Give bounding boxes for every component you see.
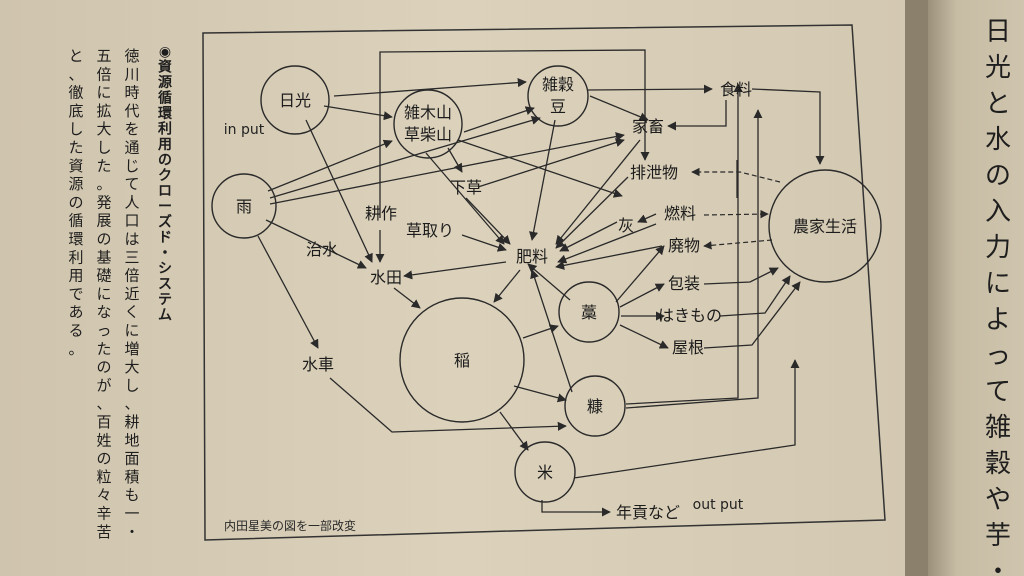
paddy-label: 水田: [370, 268, 402, 287]
waterwheel-label: 水車: [302, 355, 334, 374]
fuel-label: 燃料: [664, 204, 696, 223]
woodland-label-2: 草柴山: [404, 125, 452, 144]
flood-control-label: 治水: [306, 240, 338, 259]
tribute-label: 年貢など: [616, 503, 680, 522]
cultivation-label: 耕作: [365, 204, 397, 223]
fertilizer-label: 肥料: [516, 247, 548, 266]
right-page-text: 日光と水の入力によって雑穀や芋・: [985, 17, 1011, 576]
straw-label: 藁: [581, 303, 597, 322]
ash-label: 灰: [618, 216, 634, 235]
rain-node: [211, 173, 277, 239]
diagram-circles: [211, 65, 882, 503]
side-text-col1: 徳川時代を通じて人口は三倍近くに増大し、耕地面積も一・: [124, 47, 139, 541]
sunlight-label: 日光: [279, 91, 311, 110]
rice-plant-label: 稲: [454, 351, 470, 370]
circle-labels: 日光 雨 雑穀 豆 雑木山 草柴山 稲 藁 糠 米 農家生活: [236, 75, 857, 482]
diagram: 日光 雨 雑穀 豆 雑木山 草柴山 稲 藁 糠 米 農家生活 食料 家畜 排泄物…: [202, 24, 886, 541]
packaging-label: 包装: [668, 274, 700, 293]
roofing-label: 屋根: [672, 338, 704, 357]
input-label: in put: [224, 122, 265, 138]
undergrowth-label: 下草: [450, 178, 482, 197]
woodland-label-1: 雑木山: [404, 103, 452, 122]
straw-node: [558, 281, 620, 343]
rice-label: 米: [537, 463, 553, 482]
text-nodes: 食料 家畜 排泄物 燃料 灰 廃物 包装 はきもの 屋根 下草 耕作 草取り 肥…: [224, 80, 752, 533]
beans-label: 豆: [550, 97, 566, 116]
grain-label: 雑穀: [542, 75, 574, 94]
weeding-label: 草取り: [406, 221, 454, 240]
livestock-label: 家畜: [632, 117, 664, 136]
right-page-column: 日光と水の入力によって雑穀や芋・: [985, 17, 1011, 576]
farmhouse-life-label: 農家生活: [793, 217, 857, 236]
footwear-label: はきもの: [658, 306, 722, 325]
rice-node: [514, 441, 576, 503]
farmhouse-life-node: [768, 169, 882, 283]
rice-plant-node: [399, 297, 525, 423]
diagram-frame: [202, 24, 886, 541]
grain-beans-node: [527, 65, 589, 127]
rice-bran-label: 糠: [587, 397, 603, 416]
output-label: out put: [693, 497, 744, 513]
food-label: 食料: [720, 80, 752, 99]
woodland-node: [393, 89, 463, 159]
rain-label: 雨: [236, 197, 252, 216]
side-text-col3: と、徹底した資源の循環利用である。: [68, 47, 83, 358]
sunlight-node: [260, 65, 330, 135]
side-text: ◉資源循環利用のクローズド・システム 徳川時代を通じて人口は三倍近くに増大し、耕…: [68, 44, 173, 541]
diagram-edges: [257, 49, 825, 517]
side-heading: ◉資源循環利用のクローズド・システム: [158, 44, 173, 324]
diagram-caption: 内田星美の図を一部改変: [224, 518, 356, 533]
excrement-label: 排泄物: [630, 163, 678, 182]
side-text-col2: 五倍に拡大した。発展の基礎になったのが、百姓の粒々辛苦: [96, 47, 111, 541]
left-page: [0, 0, 915, 576]
rice-bran-node: [564, 375, 626, 437]
waste-label: 廃物: [668, 236, 700, 255]
right-page: [928, 0, 1024, 576]
